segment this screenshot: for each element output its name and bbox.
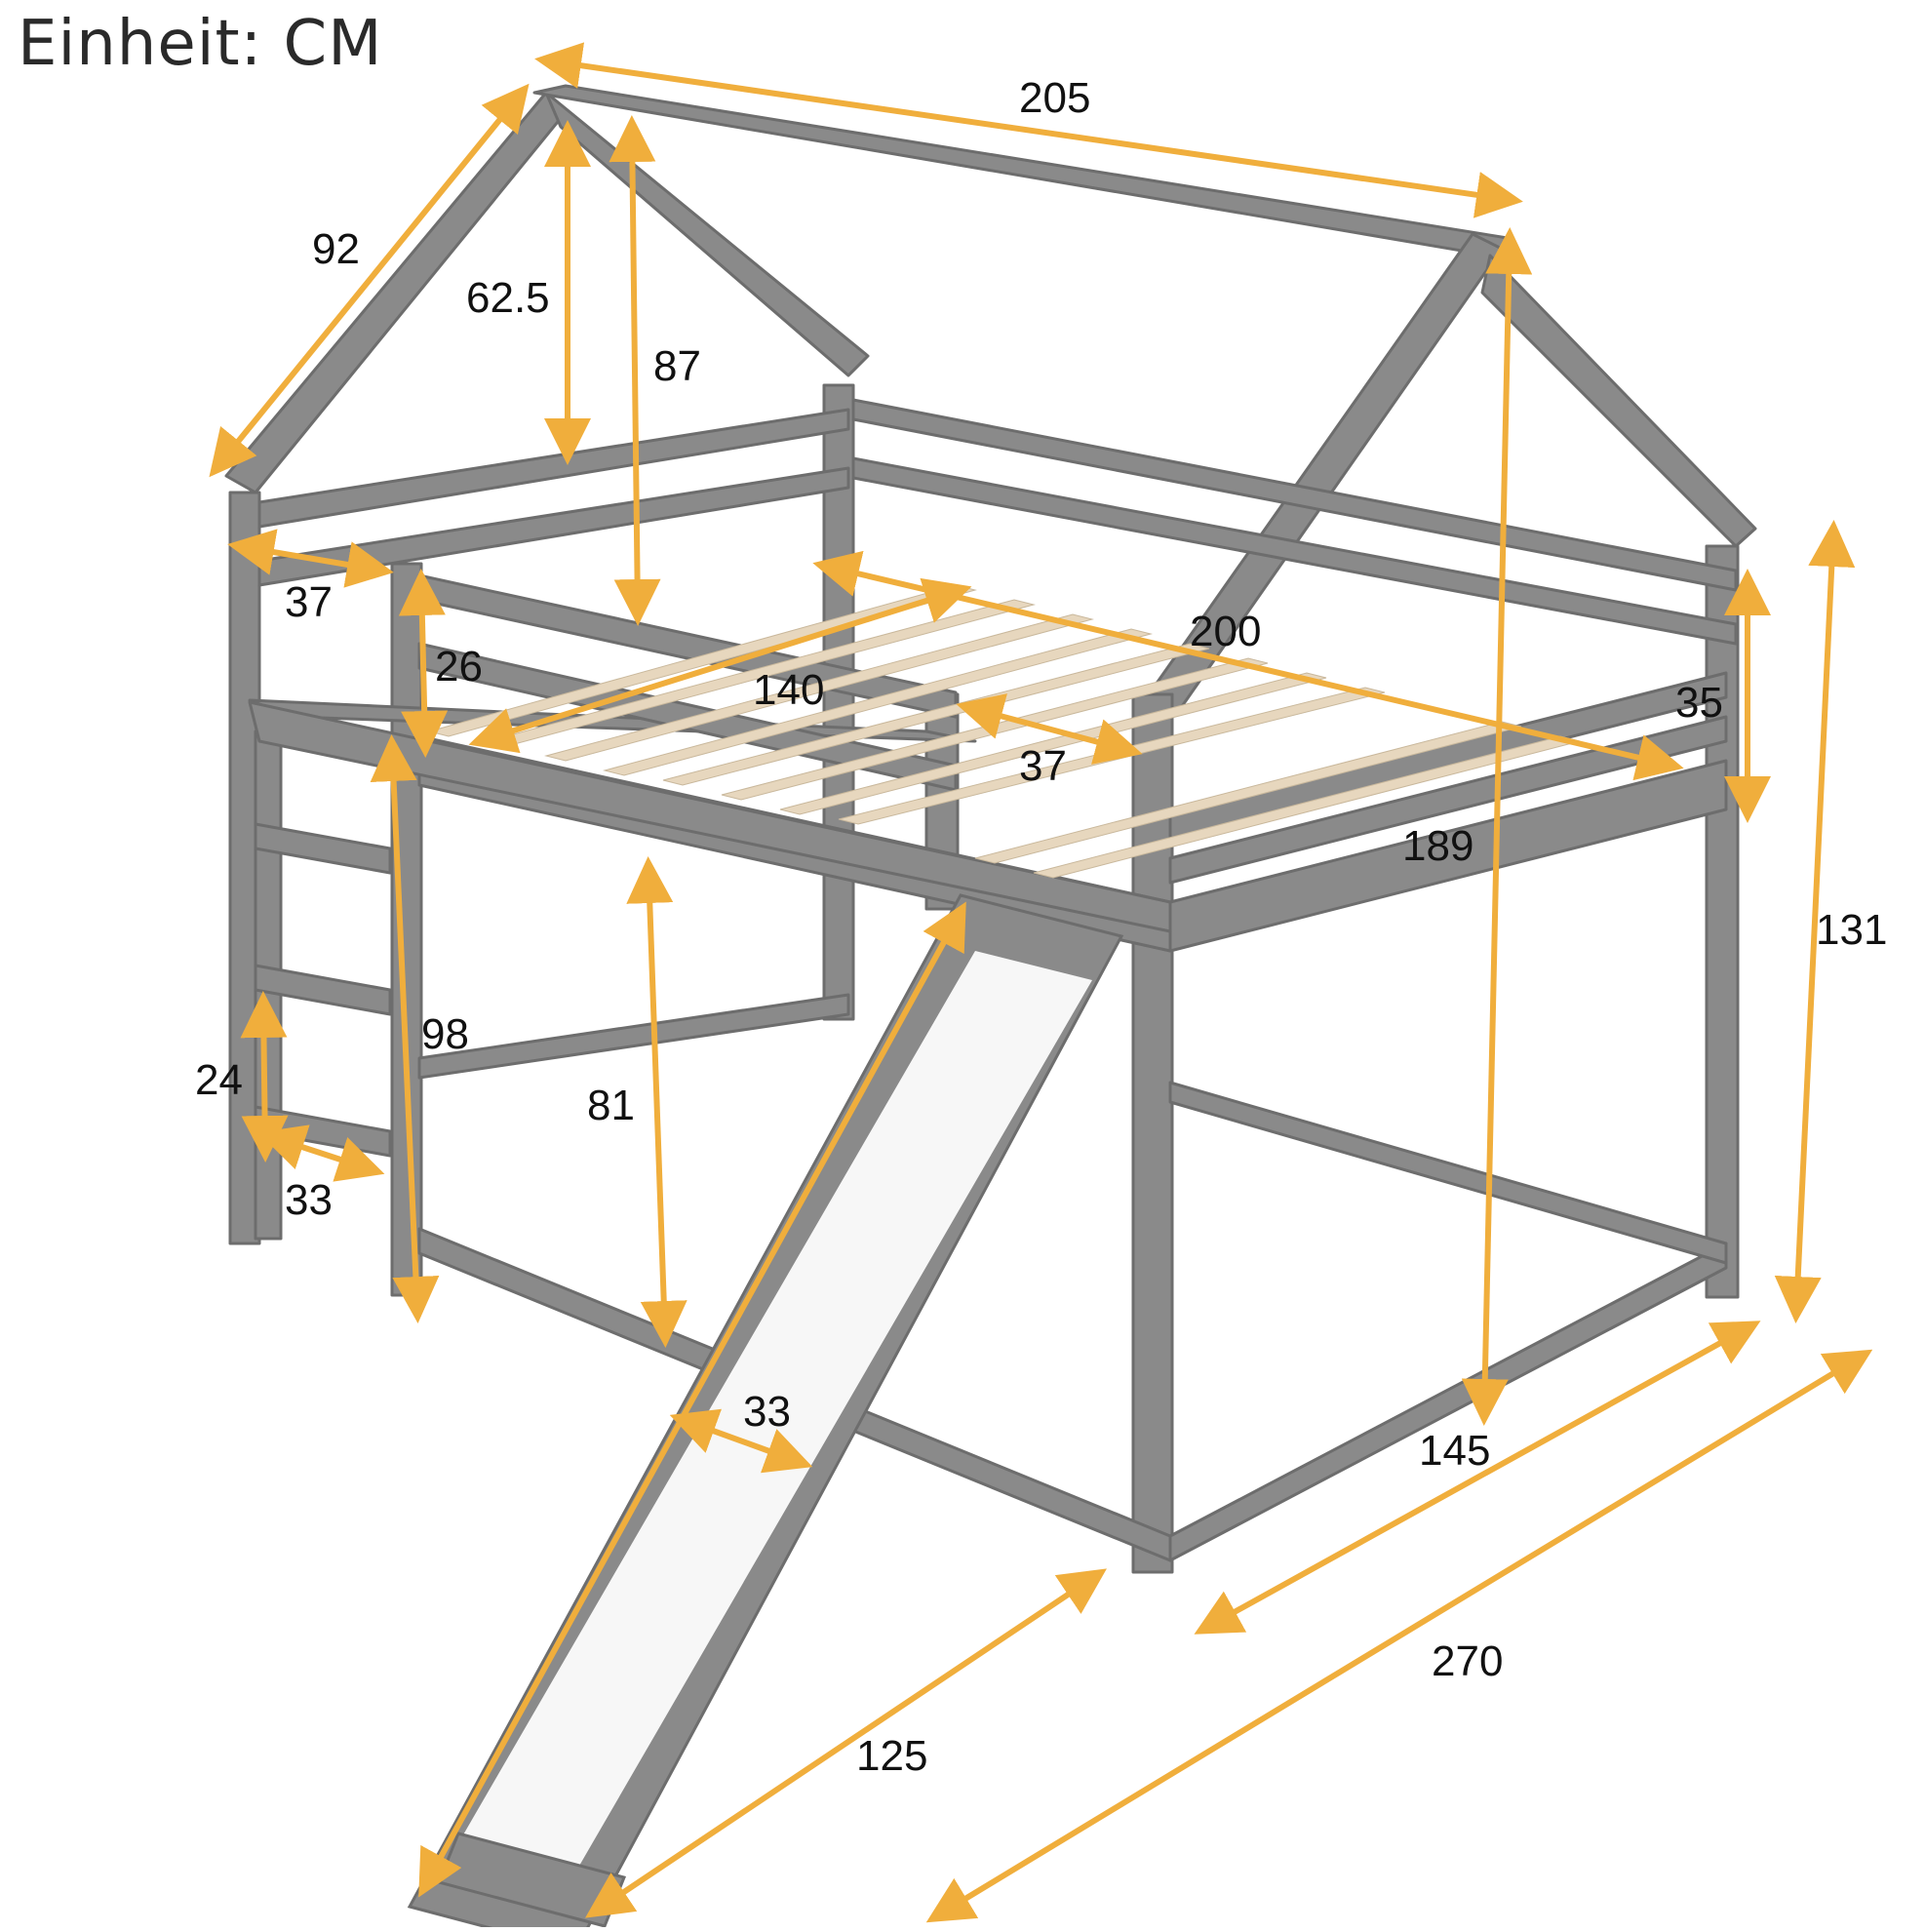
arrow-step-spacing — [240, 991, 289, 1163]
label-step-spacing: 24 — [195, 1056, 243, 1104]
unit-label: Einheit: CM — [18, 8, 383, 80]
arrow-inner-length — [1461, 227, 1533, 1426]
label-roof-slope: 92 — [312, 225, 360, 273]
label-guardrail-right: 35 — [1675, 679, 1723, 727]
label-roof-inner-height: 62.5 — [466, 274, 550, 322]
label-total-length: 270 — [1432, 1637, 1503, 1685]
label-inner-length: 189 — [1402, 822, 1473, 870]
bottom-rail-right — [1168, 1242, 1728, 1562]
label-slide-width: 33 — [743, 1388, 791, 1436]
arrow-slide-opening — [956, 693, 1143, 765]
arrow-clearance-height — [626, 856, 688, 1348]
arrow-ladder-height — [370, 734, 440, 1323]
bottom-rail-back — [417, 993, 850, 1080]
post-guard-left — [390, 562, 423, 1297]
arrow-roof-slope — [209, 83, 530, 478]
label-total-height: 131 — [1816, 906, 1887, 954]
label-slide-opening: 37 — [1019, 742, 1067, 790]
label-roof-length: 205 — [1019, 74, 1090, 122]
bed-frame — [224, 84, 1757, 1574]
post-front-right — [1705, 544, 1740, 1299]
dimension-labels: 205 92 62.5 87 37 26 140 200 37 35 189 1… — [195, 74, 1887, 1780]
label-ladder-width: 33 — [285, 1176, 333, 1224]
arrow-roof-length — [534, 42, 1523, 218]
label-ladder-opening-back: 37 — [285, 578, 333, 626]
back-rail-top — [257, 408, 850, 529]
arrow-ladder-width — [257, 1124, 385, 1182]
deck-back-beam — [248, 700, 1172, 933]
bottom-rail-side — [1168, 1081, 1728, 1265]
roof-gable-front-right-rafter — [1480, 254, 1757, 548]
label-mattress-width: 140 — [753, 666, 824, 714]
label-depth: 145 — [1419, 1427, 1490, 1475]
label-clearance-height: 81 — [587, 1082, 635, 1129]
arrow-total-height — [1774, 520, 1856, 1323]
arrow-roof-total-height — [609, 115, 661, 626]
label-ladder-height: 98 — [421, 1010, 469, 1058]
arrow-guardrail-left — [398, 569, 449, 758]
label-guardrail-left: 26 — [435, 643, 483, 690]
arrow-total-length — [925, 1349, 1873, 1923]
label-slide-projection: 125 — [856, 1732, 927, 1780]
label-roof-total-height: 87 — [653, 342, 701, 390]
arrow-slide-diagonal — [418, 901, 966, 1898]
label-mattress-length: 200 — [1190, 608, 1261, 655]
dimension-arrows — [209, 42, 1873, 1923]
arrow-ladder-opening-back — [227, 529, 394, 588]
